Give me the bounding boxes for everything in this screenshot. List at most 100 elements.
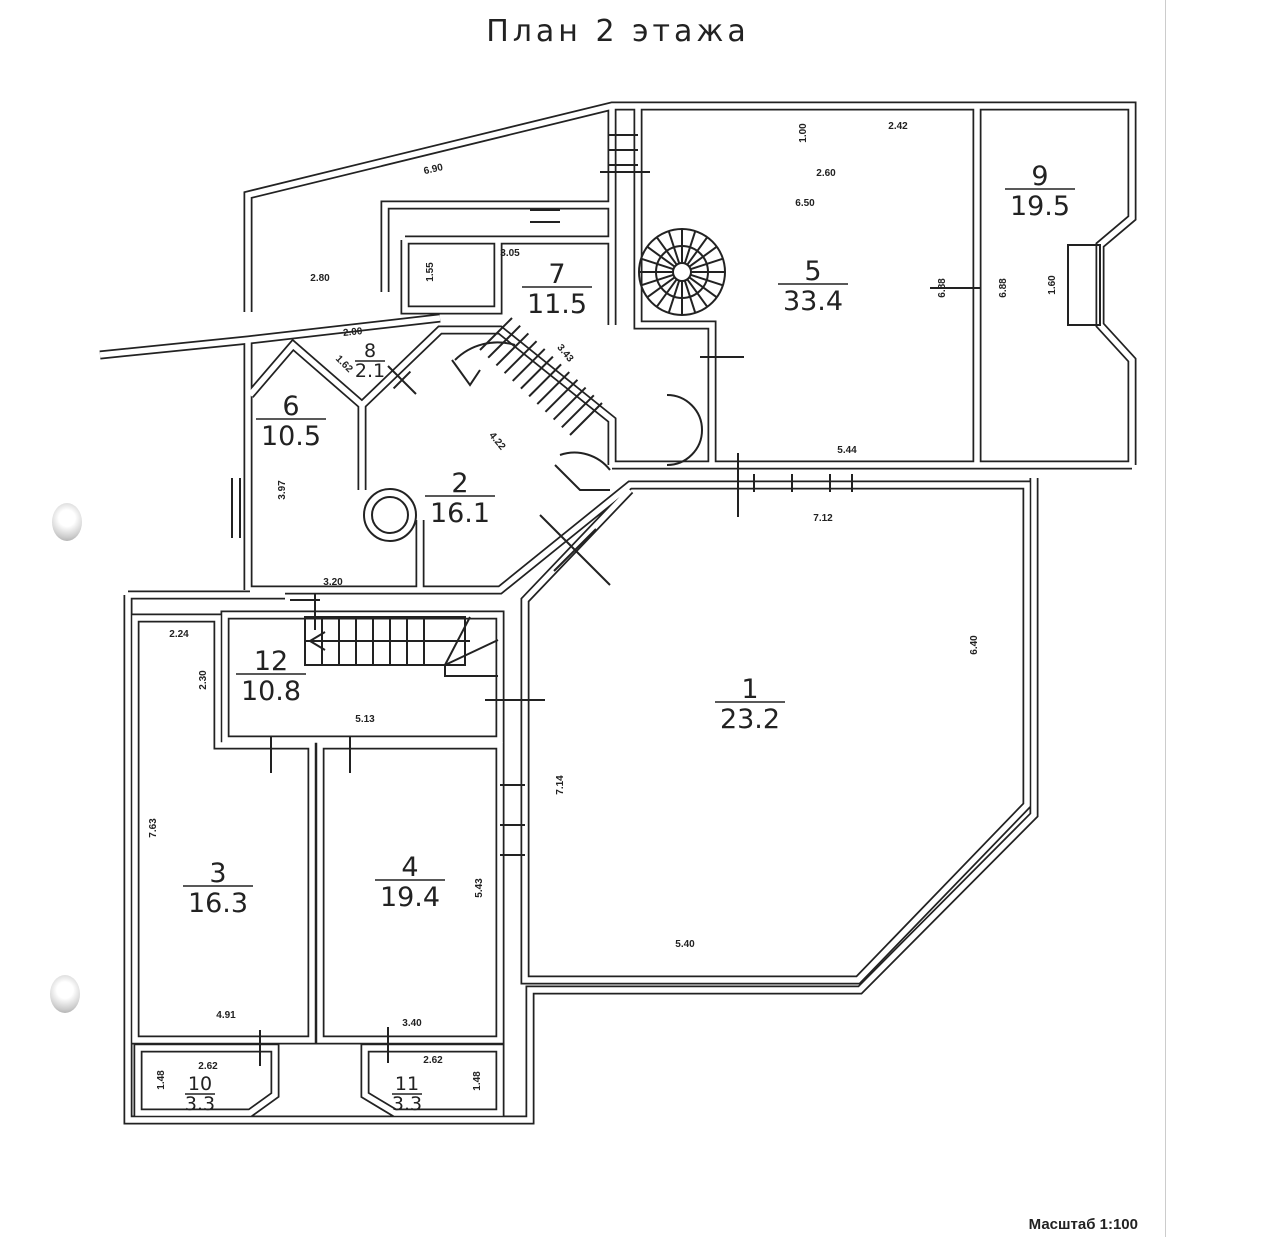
spiral-step bbox=[640, 257, 674, 271]
dimension-label: 2.24 bbox=[169, 629, 189, 640]
dimension-label: 6.50 bbox=[795, 198, 815, 209]
wall bbox=[250, 480, 1032, 985]
dimension-label: 1.60 bbox=[1047, 275, 1058, 295]
room-label: 711.5 bbox=[522, 259, 592, 320]
binder-hole bbox=[52, 503, 82, 541]
scale-label: Масштаб 1:100 bbox=[1028, 1216, 1138, 1233]
binder-hole bbox=[50, 975, 80, 1013]
room-label: 419.4 bbox=[375, 852, 445, 913]
room-label: 113.3 bbox=[392, 1073, 422, 1115]
stair-step bbox=[495, 332, 530, 367]
room-number: 2 bbox=[451, 468, 468, 499]
room-area: 33.4 bbox=[783, 286, 843, 317]
column-inner bbox=[371, 496, 409, 534]
stair-curve bbox=[454, 341, 611, 471]
dimension-label: 3.05 bbox=[500, 248, 520, 259]
wall-inner bbox=[125, 478, 1037, 1123]
dimension-label: 1.62 bbox=[333, 353, 355, 375]
dimension-label: 6.88 bbox=[937, 278, 948, 298]
stair-step bbox=[528, 363, 562, 398]
plan-title: План 2 этажа bbox=[486, 14, 750, 49]
staircase-room-2 bbox=[451, 317, 611, 491]
stair-step bbox=[569, 402, 603, 436]
room-number: 8 bbox=[364, 340, 376, 362]
room-number: 7 bbox=[548, 259, 565, 290]
stair-step bbox=[479, 317, 513, 351]
dimension-label: 7.12 bbox=[813, 513, 833, 524]
spiral-step bbox=[646, 245, 676, 268]
wall-inner bbox=[635, 106, 715, 465]
room-area: 16.1 bbox=[430, 498, 490, 529]
spiral-step bbox=[667, 280, 681, 314]
spiral-step bbox=[683, 280, 697, 314]
spiral-step bbox=[646, 276, 676, 299]
dimension-label: 3.43 bbox=[554, 342, 575, 364]
dimension-label: 2.62 bbox=[198, 1061, 218, 1072]
spiral-step bbox=[655, 236, 678, 266]
dimension-label: 7.63 bbox=[148, 818, 159, 838]
wall-inner bbox=[402, 240, 501, 313]
room-area: 10.8 bbox=[241, 676, 301, 707]
room-number: 5 bbox=[804, 256, 821, 287]
spiral-step bbox=[686, 278, 709, 308]
room-number: 12 bbox=[254, 646, 288, 677]
wall-inner bbox=[247, 341, 365, 490]
wall-inner bbox=[135, 1045, 278, 1116]
dimension-label: 6.40 bbox=[969, 635, 980, 655]
room-label: 216.1 bbox=[425, 468, 495, 529]
plan-details bbox=[231, 134, 1101, 1066]
steps bbox=[231, 134, 853, 856]
spiral-step bbox=[690, 273, 724, 287]
walls bbox=[99, 101, 1137, 1125]
dimension-label: 1.00 bbox=[798, 123, 809, 143]
room-label: 82.1 bbox=[355, 340, 385, 382]
room-number: 11 bbox=[395, 1073, 419, 1095]
spiral-step bbox=[683, 230, 697, 264]
stair-step bbox=[512, 348, 546, 382]
room-area: 11.5 bbox=[527, 289, 587, 320]
wall-inner bbox=[382, 202, 612, 292]
wall-inner bbox=[222, 612, 503, 743]
dimension-label: 3.40 bbox=[402, 1018, 422, 1029]
stair-step bbox=[561, 394, 595, 428]
dimension-label: 6.90 bbox=[423, 162, 445, 177]
wall bbox=[400, 240, 503, 315]
dimension-label: 2.80 bbox=[310, 273, 330, 284]
dimension-label: 1.48 bbox=[472, 1071, 483, 1091]
room-label: 919.5 bbox=[1005, 161, 1075, 222]
staircase-room-12 bbox=[304, 616, 499, 677]
door-markers bbox=[259, 171, 980, 1066]
stair-edge bbox=[451, 359, 610, 491]
spiral-step bbox=[667, 230, 681, 264]
room-number: 10 bbox=[188, 1073, 212, 1095]
room-area: 10.5 bbox=[261, 421, 321, 452]
room-area: 3.3 bbox=[392, 1093, 422, 1115]
spiral-step bbox=[640, 273, 674, 287]
shower-arc bbox=[666, 394, 703, 466]
dimension-label: 3.97 bbox=[277, 480, 288, 500]
wall-inner bbox=[362, 1045, 503, 1116]
dimension-label: 5.43 bbox=[474, 878, 485, 898]
room-number: 4 bbox=[401, 852, 418, 883]
dimension-label: 4.22 bbox=[486, 430, 507, 452]
dimension-label: 2.00 bbox=[342, 326, 363, 339]
stair-step bbox=[503, 340, 538, 374]
room-labels: 123.2216.1316.3419.4533.4610.5711.582.19… bbox=[183, 161, 1075, 1115]
spiral-step bbox=[655, 278, 678, 308]
dimension-label: 5.40 bbox=[675, 939, 695, 950]
door-marker bbox=[392, 370, 412, 390]
stair-step bbox=[552, 386, 587, 421]
dimension-label: 2.30 bbox=[198, 670, 209, 690]
room-area: 23.2 bbox=[720, 704, 780, 735]
room-label: 103.3 bbox=[185, 1073, 215, 1115]
wall bbox=[123, 478, 1039, 1125]
wall-inner bbox=[250, 482, 1030, 983]
page-edge-line bbox=[1165, 0, 1166, 1237]
spiral-step bbox=[690, 257, 724, 271]
stair-step bbox=[544, 379, 579, 413]
wall-inner bbox=[245, 103, 1135, 465]
room-label: 533.4 bbox=[778, 256, 848, 317]
